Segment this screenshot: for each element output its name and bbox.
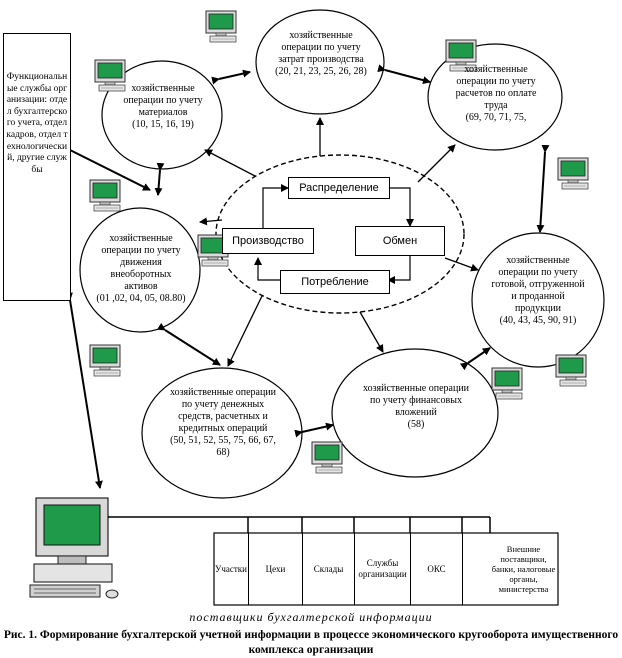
circle-costs (255, 9, 385, 115)
costs-label: хозяйственные операции по учету затрат п… (275, 30, 367, 77)
functional-services-box: Функциональные службы организации: отдел… (3, 33, 71, 301)
source-warehouses: Склады (303, 533, 355, 605)
source-external: Внешние поставщики, банки, налоговые орг… (491, 544, 556, 594)
circle-assets (79, 207, 201, 333)
circle-investments (331, 348, 499, 478)
products-label: хозяйственные операции по учету готовой,… (491, 255, 585, 326)
assets-label: хозяйственные операции по учету движения… (96, 233, 186, 304)
main-computer-icon (29, 497, 119, 599)
computer-icon (557, 157, 589, 190)
exchange-box: Обмен (355, 226, 445, 256)
distribution-label: Распределение (299, 182, 379, 194)
computer-icon (555, 354, 587, 387)
computer-icon (89, 344, 121, 377)
computer-icon (89, 179, 121, 212)
distribution-box: Распределение (288, 177, 390, 199)
consumption-label: Потребление (301, 276, 369, 288)
caption-subtitle: поставщики бухгалтерской информации (189, 610, 433, 624)
computer-icon (205, 10, 237, 43)
production-box: Производство (222, 228, 314, 254)
cash-label: хозяйственные операции по учету денежных… (169, 387, 277, 458)
circle-products (471, 232, 605, 368)
investments-label: хозяйственные операции по учету финансов… (362, 383, 470, 430)
source-sections: Участки (214, 533, 249, 605)
production-label: Производство (232, 235, 304, 247)
caption-title: Рис. 1. Формирование бухгалтерской учетн… (3, 629, 619, 656)
source-oks: ОКС (411, 533, 463, 605)
consumption-box: Потребление (280, 270, 390, 294)
computer-icon (311, 441, 343, 474)
source-services: Службы организации (355, 533, 411, 605)
computer-icon (491, 367, 523, 400)
figure-caption: поставщики бухгалтерской информации Рис.… (0, 610, 622, 658)
center-cycle (215, 154, 465, 314)
functional-services-text: Функциональные службы организации: отдел… (6, 72, 68, 175)
payroll-label: хозяйственные операции по учету расчетов… (455, 64, 537, 123)
source-shops: Цехи (249, 533, 303, 605)
exchange-label: Обмен (382, 235, 418, 247)
materials-label: хозяйственные операции по учету материал… (123, 83, 203, 130)
